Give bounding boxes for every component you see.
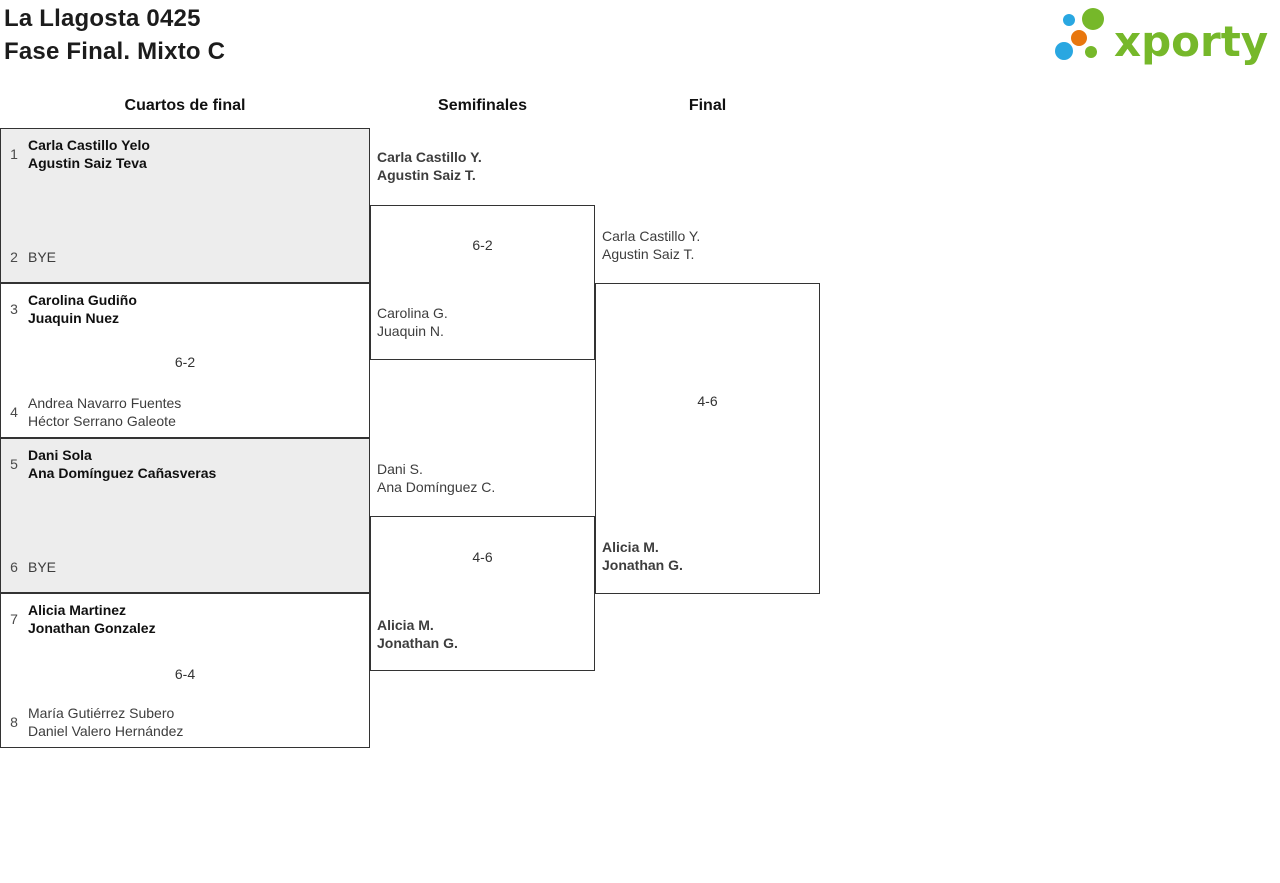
participant-qf3-top: 5 Dani Sola Ana Domínguez Cañasveras <box>0 446 370 482</box>
score-sf1: 6-2 <box>472 237 493 253</box>
score-final: 4-6 <box>697 393 718 409</box>
player-name: BYE <box>28 249 57 265</box>
xporty-logo: xporty <box>1048 4 1280 72</box>
match-box-qf1 <box>0 128 370 283</box>
match-box-sf1 <box>370 205 595 360</box>
match-box-sf2 <box>370 516 595 671</box>
player-name: Jonathan G. <box>377 635 458 651</box>
participant-qf2-top: 3 Carolina Gudiño Juaquin Nuez <box>0 291 370 327</box>
participant-names: BYE <box>28 558 56 576</box>
player-name: Jonathan G. <box>602 557 683 573</box>
participant-sf2-top: Dani S. Ana Domínguez C. <box>377 460 592 496</box>
logo-dot-blue-small-icon <box>1063 14 1075 26</box>
page-title: La Llagosta 0425 Fase Final. Mixto C <box>4 2 225 68</box>
logo-dot-green-large-icon <box>1082 8 1104 30</box>
seed-number: 8 <box>10 714 18 730</box>
player-name: Carolina G. <box>377 305 448 321</box>
participant-names: BYE <box>28 248 56 266</box>
participant-names: Alicia Martinez Jonathan Gonzalez <box>28 601 156 637</box>
participant-names: Carla Castillo Yelo Agustin Saiz Teva <box>28 136 150 172</box>
player-name: Ana Domínguez Cañasveras <box>28 465 217 481</box>
participant-names: María Gutiérrez Subero Daniel Valero Her… <box>28 704 183 740</box>
participant-qf3-bottom: 6 BYE <box>0 549 370 585</box>
logo-dot-green-small-icon <box>1085 46 1097 58</box>
player-name: Alicia Martinez <box>28 602 127 618</box>
participant-sf1-bottom: Carolina G. Juaquin N. <box>377 304 592 340</box>
participant-qf1-bottom: 2 BYE <box>0 239 370 275</box>
player-name: Alicia M. <box>377 617 434 633</box>
player-name: Jonathan Gonzalez <box>28 620 156 636</box>
seed-number: 1 <box>10 146 18 162</box>
seed-number: 3 <box>10 301 18 317</box>
xporty-logo-graphic: xporty <box>1055 8 1268 66</box>
phase-name: Fase Final. Mixto C <box>4 38 226 65</box>
player-name: María Gutiérrez Subero <box>28 705 175 721</box>
logo-dot-blue-large-icon <box>1055 42 1073 60</box>
participant-sf1-top: Carla Castillo Y. Agustin Saiz T. <box>377 148 592 184</box>
participant-final-top: Carla Castillo Y. Agustin Saiz T. <box>602 227 817 263</box>
participant-qf1-top: 1 Carla Castillo Yelo Agustin Saiz Teva <box>0 136 370 172</box>
player-name: Carla Castillo Y. <box>602 228 701 244</box>
logo-dot-orange-icon <box>1071 30 1087 46</box>
round-header-quarterfinals: Cuartos de final <box>124 97 246 114</box>
score-sf2: 4-6 <box>472 549 493 565</box>
participant-names: Andrea Navarro Fuentes Héctor Serrano Ga… <box>28 394 181 430</box>
logo-wordmark: xporty <box>1114 17 1268 66</box>
match-box-qf2 <box>0 283 370 438</box>
player-name: Daniel Valero Hernández <box>28 723 184 739</box>
match-box-qf4 <box>0 593 370 748</box>
player-name: Alicia M. <box>602 539 659 555</box>
player-name: Agustin Saiz Teva <box>28 155 147 171</box>
participant-sf2-bottom: Alicia M. Jonathan G. <box>377 616 592 652</box>
participant-qf4-bottom: 8 María Gutiérrez Subero Daniel Valero H… <box>0 704 370 740</box>
seed-number: 4 <box>10 404 18 420</box>
participant-qf4-top: 7 Alicia Martinez Jonathan Gonzalez <box>0 601 370 637</box>
round-header-semifinals: Semifinales <box>438 97 527 114</box>
player-name: Héctor Serrano Galeote <box>28 413 176 429</box>
participant-final-bottom: Alicia M. Jonathan G. <box>602 538 817 574</box>
match-box-final <box>595 283 820 594</box>
player-name: Juaquin Nuez <box>28 310 120 326</box>
participant-qf2-bottom: 4 Andrea Navarro Fuentes Héctor Serrano … <box>0 394 370 430</box>
round-header-final: Final <box>688 97 727 114</box>
seed-number: 5 <box>10 456 18 472</box>
seed-number: 6 <box>10 559 18 575</box>
player-name: Agustin Saiz T. <box>377 167 476 183</box>
player-name: Dani Sola <box>28 447 92 463</box>
score-qf4: 6-4 <box>174 666 196 682</box>
player-name: Agustin Saiz T. <box>602 246 695 262</box>
player-name: Carla Castillo Y. <box>377 149 482 165</box>
tournament-name: La Llagosta 0425 <box>4 5 201 32</box>
player-name: Ana Domínguez C. <box>377 479 496 495</box>
player-name: Carolina Gudiño <box>28 292 137 308</box>
participant-names: Dani Sola Ana Domínguez Cañasveras <box>28 446 216 482</box>
player-name: Andrea Navarro Fuentes <box>28 395 182 411</box>
player-name: Dani S. <box>377 461 423 477</box>
player-name: Juaquin N. <box>377 323 444 339</box>
player-name: BYE <box>28 559 57 575</box>
match-box-qf3 <box>0 438 370 593</box>
score-qf2: 6-2 <box>174 354 196 370</box>
seed-number: 2 <box>10 249 18 265</box>
participant-names: Carolina Gudiño Juaquin Nuez <box>28 291 137 327</box>
seed-number: 7 <box>10 611 18 627</box>
player-name: Carla Castillo Yelo <box>28 137 150 153</box>
